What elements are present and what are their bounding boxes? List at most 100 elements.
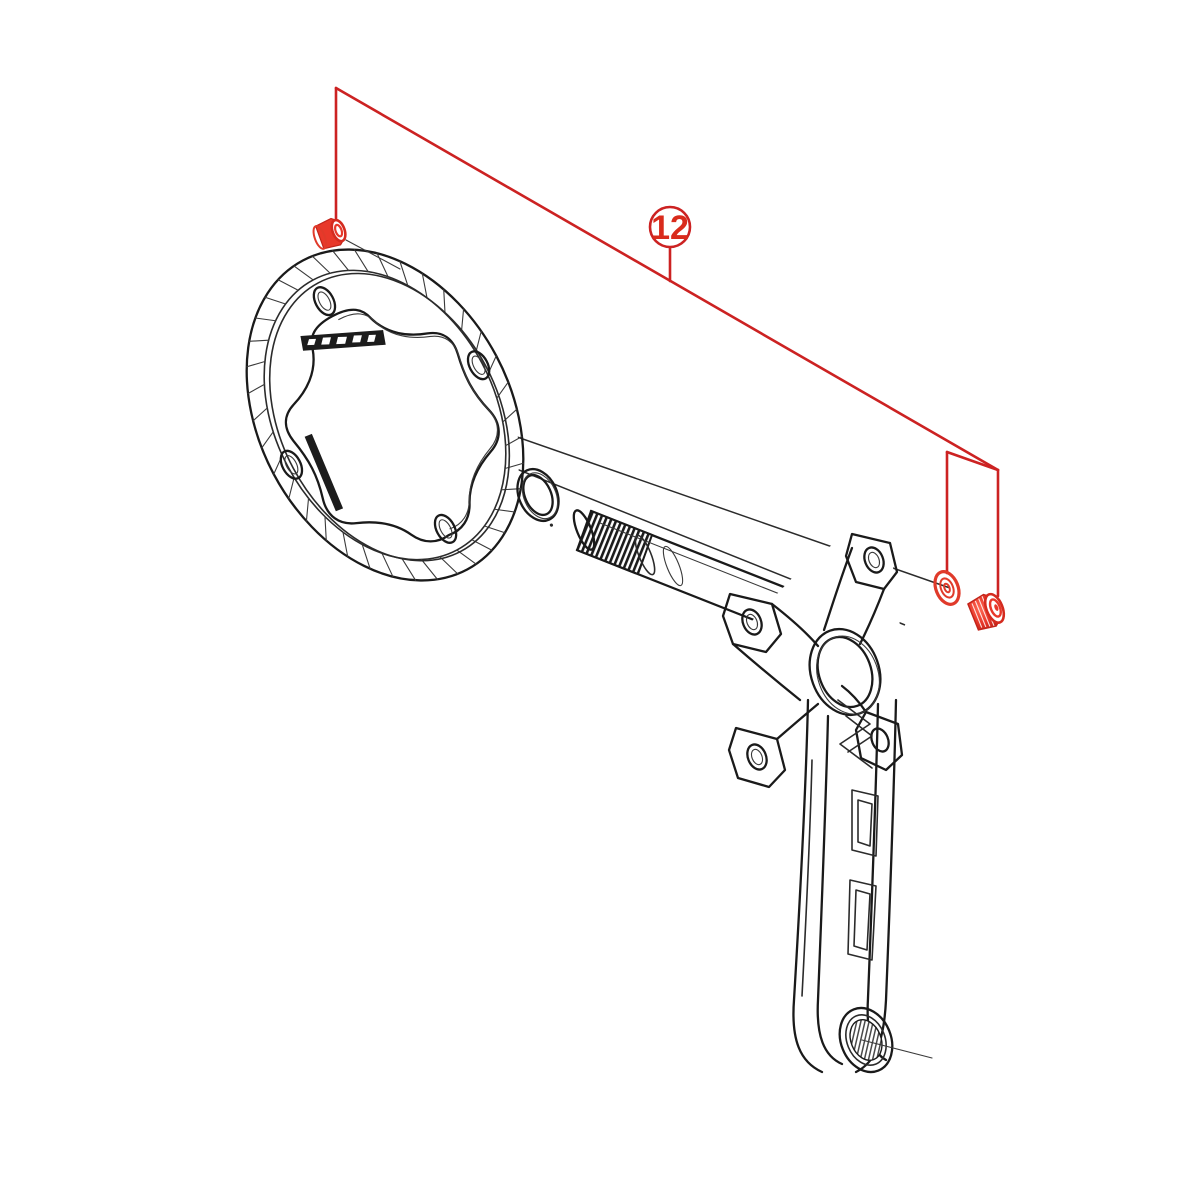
chainring-tooth (342, 531, 349, 558)
spindle-spline-band (575, 509, 654, 576)
washer-bore (943, 582, 951, 594)
chainring-bolt-hole-top (312, 286, 337, 317)
spider-tab-upper-right-hole (863, 546, 885, 574)
leader-nut-to-chainring (345, 239, 401, 270)
chainring-body-fill (250, 254, 520, 576)
chainring-shift-ramp (304, 433, 344, 512)
spider-arm-upper-right-a (822, 546, 854, 632)
spider-tab-lower-right-hole (870, 727, 890, 753)
chainring-tooth (381, 552, 394, 578)
spider-tab-lower-left-hole-inner (750, 748, 764, 766)
chainring-tooth (353, 249, 369, 273)
spacer-ring-outer (516, 468, 560, 522)
chainring-tooth (504, 462, 524, 470)
pedal-eye (838, 1006, 894, 1074)
bottom-bracket-bore (808, 627, 882, 717)
chainring-tooth (264, 296, 287, 305)
chainring-tooth (361, 543, 371, 570)
bb-bore-mid (816, 635, 880, 715)
washer-mid (939, 577, 955, 599)
crank-rib-panel-mid-inner (857, 799, 873, 847)
chainring-bolt-holes (279, 286, 491, 544)
chainring-tooth (401, 557, 417, 581)
crank-arm-edge-left-inner (816, 714, 844, 1066)
chainring-tooth (246, 360, 266, 368)
nut-flange (312, 225, 328, 250)
chainring-bolt-hole-right-inner (471, 355, 486, 375)
chainring-tooth (288, 477, 295, 500)
chainring-nut-upper-left (312, 217, 347, 250)
chainring-tooth (293, 265, 314, 281)
chainring-tooth (247, 383, 265, 395)
spacer-ring (516, 468, 560, 527)
chainring-tooth (399, 260, 409, 287)
chainring-tooth (305, 497, 310, 522)
chainring-tooth (277, 279, 299, 291)
chainring-plate-edge (268, 272, 511, 562)
chainring-tooth (252, 407, 268, 422)
spindle-spline-end-cap (572, 509, 596, 551)
chainring-spider-cutout-shadow (338, 313, 498, 530)
spindle-splines (572, 509, 654, 576)
crank-rib-zigzag-upper-b (845, 715, 873, 753)
crank-arm-assembly (721, 532, 905, 1078)
chainring-branding-mark (300, 330, 386, 351)
spider-arm-upper-right-b (858, 587, 886, 646)
chainring-teeth (245, 248, 525, 582)
chainring-tooth (420, 558, 438, 580)
crank-rib-centerline (801, 759, 813, 997)
crank-rib-panel-mid (851, 789, 879, 857)
chainring-tooth (475, 330, 482, 353)
part-leader-lines (345, 239, 933, 1059)
pedal-eye-thread (849, 1019, 883, 1061)
spacer-ring-mid (521, 472, 559, 520)
bolt-socket-recess (988, 598, 1002, 618)
crank-arm-rib-detail (801, 699, 879, 997)
chainring (245, 248, 525, 582)
chainring-washer-right (933, 570, 961, 606)
spider-arm-lower-right-a (840, 684, 868, 714)
chainring-tooth (332, 250, 350, 272)
chainring-tooth (248, 339, 270, 342)
spider-tab-lower-left-hole (746, 743, 768, 771)
chainring-tooth (439, 556, 459, 575)
leader-pedal-eye (861, 1039, 933, 1059)
chainring-bolt-hole-right (466, 350, 491, 381)
spider-arm-lower-left-a (775, 702, 820, 741)
spider-tab-left-hole-inner (745, 613, 759, 631)
pedal-eye-mid (845, 1014, 887, 1066)
crank-rib-panel-lower (847, 879, 877, 961)
chainring-bolt-hole-bottom (433, 513, 458, 544)
callout-12-circle[interactable] (648, 205, 692, 249)
nut-bore-inner (333, 223, 344, 238)
washer-outer (933, 570, 961, 606)
spider-tab-lower-right (854, 710, 904, 772)
chainring-bolt-right (967, 592, 1006, 631)
chainring-tooth-notches (246, 249, 524, 581)
chainring-bolt-hole-top-inner (317, 291, 332, 311)
spindle-shoulder-ring-a (634, 534, 656, 576)
chainring-tooth (460, 308, 465, 333)
chainring-tooth (324, 516, 327, 542)
crank-rib-zigzag-upper (837, 699, 873, 769)
spider-tab-left-hole (741, 608, 763, 636)
callout-12-number: 12 (651, 209, 689, 247)
chainring-bolt-hole-left (279, 449, 304, 480)
bolt-socket-center (994, 604, 999, 611)
crank-rib-panel-lower-inner (853, 889, 871, 951)
chainring-spider-cutout (284, 308, 500, 543)
chainring-tooth (261, 431, 274, 449)
spacer-ring-center-dot (549, 523, 554, 527)
spider-arm-left-b (731, 642, 802, 702)
crank-arm-edge-left (792, 698, 824, 1074)
chainring-tooth (254, 317, 277, 322)
pedal-eye-outer (838, 1006, 894, 1074)
leader-main-diagonal (334, 86, 1000, 472)
callout-12[interactable]: 12 (648, 205, 692, 249)
leader-right-bracket-top (945, 450, 1000, 472)
chainring-bolt-hole-bottom-inner (438, 519, 453, 539)
chainring-tooth (311, 255, 331, 274)
